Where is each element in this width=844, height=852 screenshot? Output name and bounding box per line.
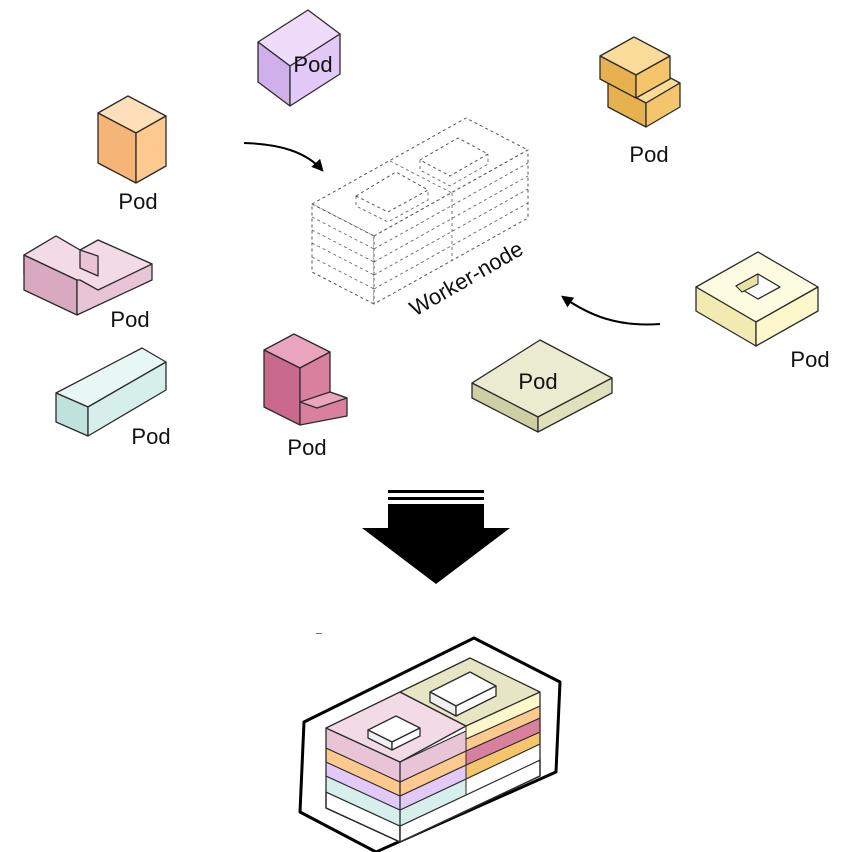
pod-purple: Pod — [257, 9, 341, 107]
pod-label-olive: Pod — [518, 369, 557, 394]
stray-mark — [316, 633, 322, 634]
worker-node-outline: Worker-node — [311, 117, 529, 321]
pod-label-pink: Pod — [110, 307, 149, 332]
pod-label-cream: Pod — [790, 347, 829, 372]
pod-pink-l: Pod — [23, 235, 153, 332]
pod-label-purple: Pod — [293, 52, 332, 77]
pod-magenta-l: Pod — [263, 333, 348, 460]
pod-label-cyan: Pod — [131, 424, 170, 449]
pod-gold-stack: Pod — [599, 36, 681, 167]
pod-label-magenta: Pod — [287, 435, 326, 460]
curved-arrow-right — [561, 295, 661, 326]
pod-cream-ring: Pod — [695, 251, 830, 372]
pod-olive: Pod — [471, 339, 613, 433]
big-down-arrow — [362, 490, 510, 584]
curved-arrow-left — [243, 142, 324, 172]
packed-worker-node — [298, 636, 562, 852]
pod-label-orange: Pod — [118, 189, 157, 214]
pod-cyan: Pod — [55, 347, 171, 449]
pod-label-gold: Pod — [629, 142, 668, 167]
pod-orange: Pod — [97, 95, 167, 214]
